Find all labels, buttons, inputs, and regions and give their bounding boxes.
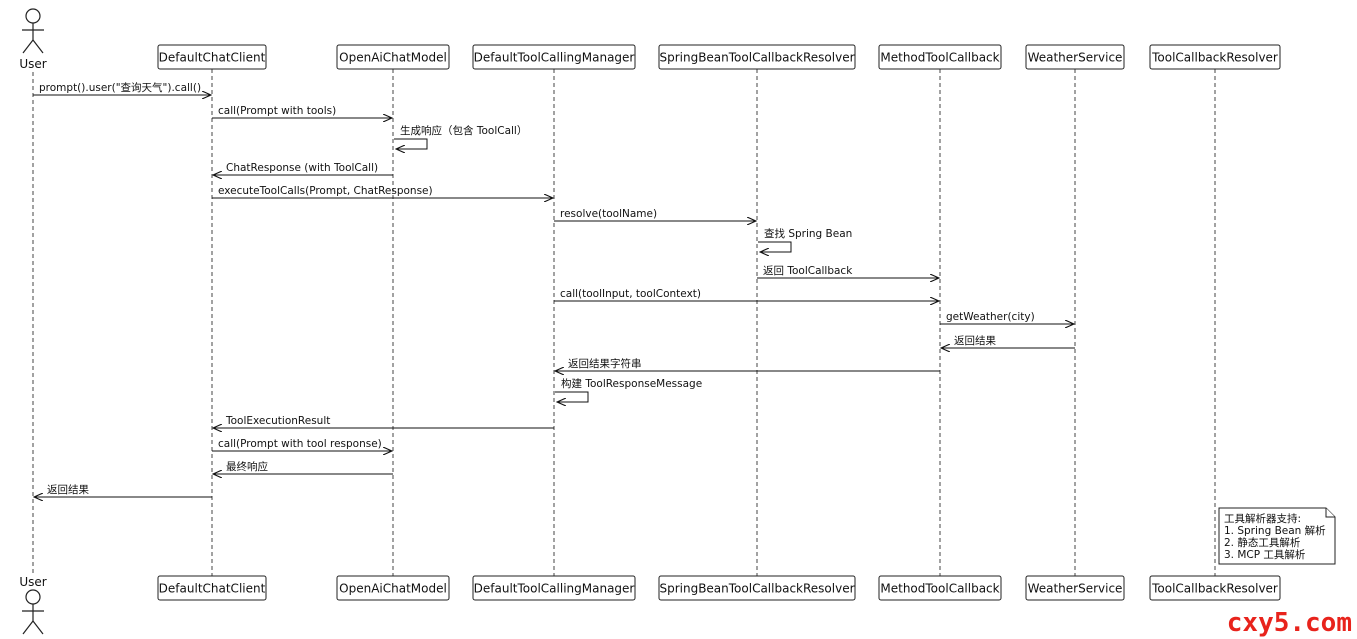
- actor-user-bottom: User: [19, 575, 47, 635]
- participant-label: DefaultChatClient: [159, 582, 266, 596]
- participant-box: [472, 44, 636, 70]
- message-8: 返回 ToolCallback: [757, 265, 939, 278]
- participant-box: [336, 44, 450, 70]
- message-label: 构建 ToolResponseMessage: [561, 377, 702, 390]
- participant-label: MethodToolCallback: [880, 582, 999, 596]
- message-13: 构建 ToolResponseMessage: [555, 377, 702, 402]
- participant-label: ToolCallbackResolver: [1151, 51, 1278, 65]
- participant-model-top: OpenAiChatModel: [336, 44, 450, 70]
- participant-box: [157, 44, 267, 70]
- message-label: 返回 ToolCallback: [763, 265, 853, 277]
- message-label: 查找 Spring Bean: [764, 227, 852, 240]
- message-label: resolve(toolName): [560, 208, 657, 220]
- self-message-arrow: [758, 241, 792, 252]
- actor-head-icon: [25, 8, 41, 24]
- participant-client-bottom: DefaultChatClient: [157, 575, 267, 601]
- message-9: call(toolInput, toolContext): [554, 288, 939, 301]
- participant-label: ToolCallbackResolver: [1151, 582, 1278, 596]
- participant-resolver-bottom: SpringBeanToolCallbackResolver: [658, 575, 856, 601]
- actor-leg-left: [22, 620, 34, 635]
- participant-box: [658, 575, 856, 601]
- participant-box: [1149, 575, 1281, 601]
- participant-box: [157, 575, 267, 601]
- actor-label: User: [19, 57, 46, 71]
- participant-box: [336, 575, 450, 601]
- note-line: 3. MCP 工具解析: [1224, 548, 1306, 561]
- message-3: 生成响应（包含 ToolCall）: [394, 124, 527, 149]
- message-4: ChatResponse (with ToolCall): [213, 162, 393, 175]
- participant-label: OpenAiChatModel: [339, 582, 447, 596]
- participant-box: [878, 575, 1002, 601]
- participant-label: DefaultToolCallingManager: [474, 582, 635, 596]
- actor-leg-left: [22, 39, 34, 54]
- message-16: 最终响应: [213, 460, 393, 474]
- message-label: ChatResponse (with ToolCall): [226, 162, 378, 174]
- message-2: call(Prompt with tools): [212, 105, 392, 118]
- message-14: ToolExecutionResult: [213, 415, 554, 428]
- actor-leg-right: [32, 39, 44, 54]
- message-6: resolve(toolName): [554, 208, 756, 221]
- participant-label: SpringBeanToolCallbackResolver: [659, 582, 854, 596]
- participant-label: DefaultChatClient: [159, 51, 266, 65]
- participant-callback-bottom: MethodToolCallback: [878, 575, 1002, 601]
- message-17: 返回结果: [34, 483, 212, 497]
- participant-label: DefaultToolCallingManager: [474, 51, 635, 65]
- self-message-arrow: [394, 138, 428, 149]
- participant-weather-top: WeatherService: [1025, 44, 1125, 70]
- message-label: call(toolInput, toolContext): [560, 288, 701, 300]
- actor-user-top: User: [19, 8, 47, 71]
- actor-label: User: [19, 575, 46, 589]
- message-label: 返回结果字符串: [568, 357, 642, 370]
- participant-weather-bottom: WeatherService: [1025, 575, 1125, 601]
- actor-head-icon: [25, 589, 41, 605]
- participant-manager-top: DefaultToolCallingManager: [472, 44, 636, 70]
- participant-box: [1025, 575, 1125, 601]
- participant-box: [472, 575, 636, 601]
- note-line: 2. 静态工具解析: [1224, 536, 1301, 549]
- participant-box: [658, 44, 856, 70]
- message-label: executeToolCalls(Prompt, ChatResponse): [218, 185, 433, 197]
- message-11: 返回结果: [941, 334, 1075, 348]
- message-label: ToolExecutionResult: [225, 415, 330, 427]
- note-line: 1. Spring Bean 解析: [1224, 524, 1326, 537]
- message-label: call(Prompt with tool response): [218, 438, 382, 450]
- message-label: 返回结果: [47, 483, 89, 496]
- message-5: executeToolCalls(Prompt, ChatResponse): [212, 185, 553, 198]
- message-12: 返回结果字符串: [555, 357, 940, 371]
- participant-box: [1149, 44, 1281, 70]
- participant-box: [1025, 44, 1125, 70]
- note-fold: [1325, 508, 1335, 518]
- participant-tcr-bottom: ToolCallbackResolver: [1149, 575, 1281, 601]
- participant-callback-top: MethodToolCallback: [878, 44, 1002, 70]
- message-label: prompt().user("查询天气").call(): [39, 81, 201, 94]
- participant-box: [878, 44, 1002, 70]
- participant-resolver-top: SpringBeanToolCallbackResolver: [658, 44, 856, 70]
- participant-label: WeatherService: [1028, 51, 1123, 65]
- participant-label: SpringBeanToolCallbackResolver: [659, 51, 854, 65]
- participant-label: MethodToolCallback: [880, 51, 999, 65]
- message-label: 生成响应（包含 ToolCall）: [400, 124, 527, 137]
- message-label: call(Prompt with tools): [218, 105, 336, 117]
- participant-client-top: DefaultChatClient: [157, 44, 267, 70]
- note-line: 工具解析器支持:: [1224, 512, 1301, 525]
- self-message-arrow: [555, 391, 589, 402]
- note-box: [1218, 507, 1336, 565]
- watermark-text: cxy5.com: [1227, 608, 1352, 638]
- actor-leg-right: [32, 620, 44, 635]
- message-15: call(Prompt with tool response): [212, 438, 392, 451]
- message-label: 返回结果: [954, 334, 996, 347]
- message-7: 查找 Spring Bean: [758, 227, 852, 252]
- participant-label: WeatherService: [1028, 582, 1123, 596]
- participant-model-bottom: OpenAiChatModel: [336, 575, 450, 601]
- participant-manager-bottom: DefaultToolCallingManager: [472, 575, 636, 601]
- participant-tcr-top: ToolCallbackResolver: [1149, 44, 1281, 70]
- participant-label: OpenAiChatModel: [339, 51, 447, 65]
- message-10: getWeather(city): [940, 311, 1074, 324]
- message-label: 最终响应: [226, 460, 268, 473]
- message-label: getWeather(city): [946, 311, 1035, 323]
- message-1: prompt().user("查询天气").call(): [33, 81, 211, 95]
